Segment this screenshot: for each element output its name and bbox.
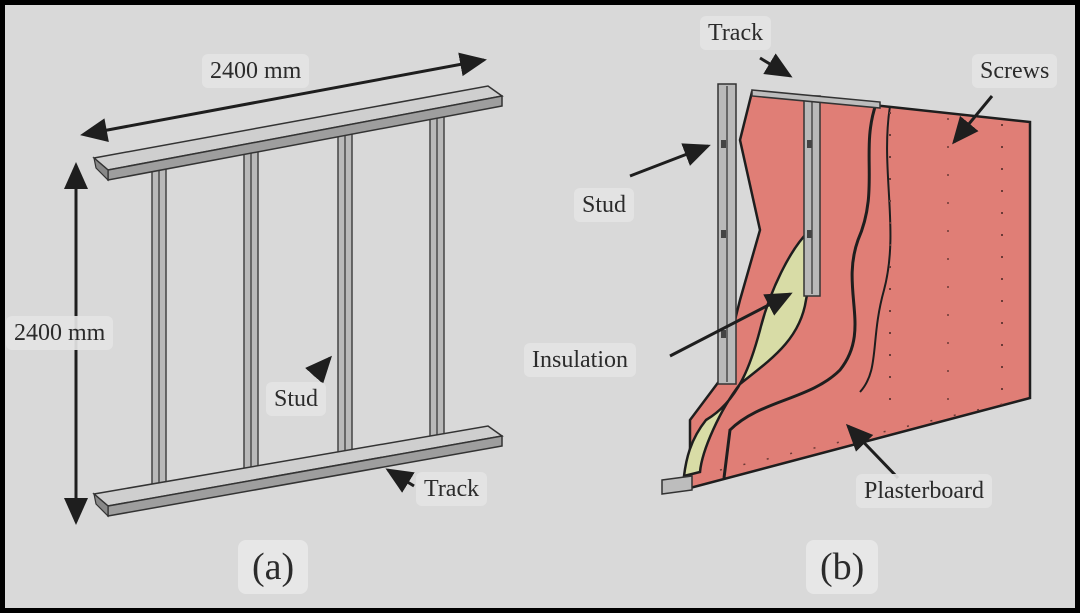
stud-2 [243, 147, 259, 483]
track-b-pointer-arrow [759, 53, 793, 78]
board-layer-edge-2 [859, 105, 892, 393]
track-label-a: Track [416, 472, 488, 506]
plasterboard-sheet [688, 90, 1032, 490]
height-dimension-label: 2400 mm [6, 316, 114, 350]
bottom-track-b [661, 475, 693, 495]
stud-b-pointer-arrow [629, 143, 711, 178]
stud-3 [337, 129, 353, 465]
track-label-b: Track [700, 16, 772, 50]
insulation-pointer-arrow [669, 292, 793, 358]
stud-4 [429, 113, 445, 449]
bottom-track [92, 425, 504, 518]
caption-a: (a) [238, 540, 309, 594]
stud-middle [803, 95, 821, 297]
track-pointer-arrow [385, 468, 415, 493]
stud-pointer-arrow [305, 355, 332, 384]
width-dimension-label: 2400 mm [202, 54, 310, 88]
stud-label-a: Stud [266, 382, 327, 416]
width-dimension-arrow [80, 52, 487, 142]
stud-1 [151, 165, 167, 501]
insulation-label: Insulation [524, 343, 636, 377]
wall-cutaway [661, 83, 1032, 495]
top-track-b [751, 89, 881, 109]
plasterboard-label: Plasterboard [856, 474, 992, 508]
stud-left [717, 83, 737, 385]
screws-label: Screws [972, 54, 1058, 88]
stud-label-b: Stud [574, 188, 635, 222]
screws-pointer-arrow [952, 95, 994, 145]
caption-b: (b) [806, 540, 879, 594]
board-layer-edge [722, 103, 878, 479]
plasterboard-pointer-arrow [845, 423, 900, 480]
